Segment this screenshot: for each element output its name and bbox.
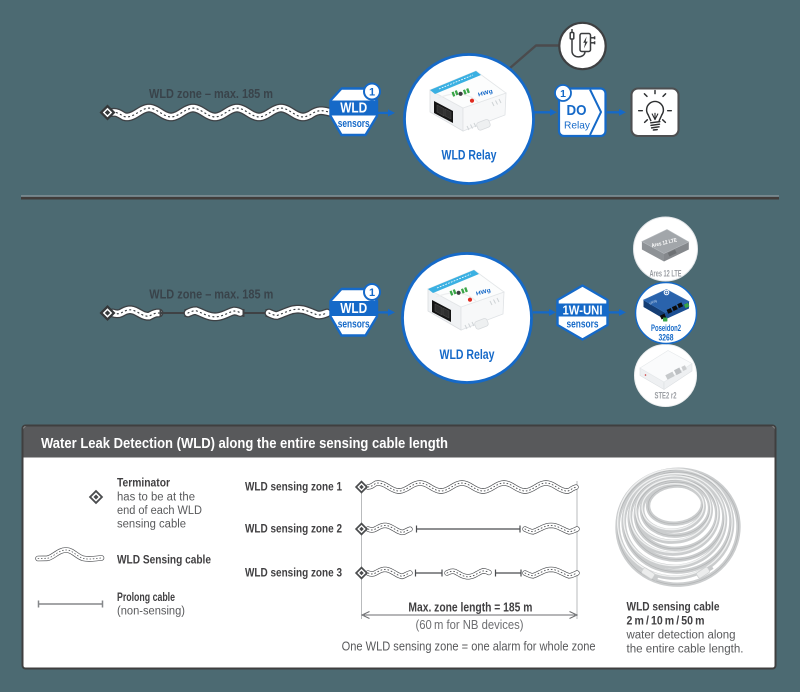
svg-text:WLD zone – max. 185 m: WLD zone – max. 185 m [149,288,273,302]
svg-text:WLD zone – max. 185 m: WLD zone – max. 185 m [149,87,273,101]
svg-text:1W-UNI: 1W-UNI [563,303,603,317]
svg-text:DO: DO [567,102,587,119]
svg-text:One WLD sensing zone = one ala: One WLD sensing zone = one alarm for who… [342,640,596,654]
svg-text:1: 1 [560,88,566,100]
svg-text:WLD Relay: WLD Relay [440,347,495,362]
svg-text:end of each WLD: end of each WLD [117,505,202,517]
svg-text:1: 1 [369,87,375,99]
svg-text:water detection along: water detection along [626,630,736,642]
svg-text:Water Leak Detection (WLD) alo: Water Leak Detection (WLD) along the ent… [41,435,448,452]
svg-text:the entire cable length.: the entire cable length. [627,644,744,656]
svg-text:sensors: sensors [338,319,370,331]
svg-text:WLD: WLD [340,301,367,317]
svg-text:HWg: HWg [649,299,658,306]
svg-text:HWg: HWg [475,288,491,298]
svg-text:Relay: Relay [564,120,591,132]
svg-text:sensors: sensors [338,118,370,130]
svg-text:Max. zone length = 185 m: Max. zone length = 185 m [408,601,532,615]
svg-text:3268: 3268 [659,333,674,344]
svg-text:WLD sensing zone 1: WLD sensing zone 1 [245,482,343,494]
svg-text:WLD Sensing cable: WLD Sensing cable [117,555,211,567]
svg-text:Prolong cable: Prolong cable [117,592,175,604]
svg-text:WLD sensing zone 2: WLD sensing zone 2 [245,524,342,536]
svg-text:(60 m for NB devices): (60 m for NB devices) [416,618,524,632]
svg-text:Ares 12 LTE: Ares 12 LTE [650,269,682,280]
svg-text:sensors: sensors [567,319,599,331]
svg-text:WLD: WLD [340,101,367,117]
svg-text:HWg: HWg [477,89,493,99]
svg-text:2 m / 10 m / 50 m: 2 m / 10 m / 50 m [627,616,705,628]
svg-text:(non-sensing): (non-sensing) [117,606,185,618]
svg-text:Poseidon2: Poseidon2 [651,323,681,334]
svg-text:sensing cable: sensing cable [117,519,186,531]
svg-text:has to be at the: has to be at the [117,492,195,504]
svg-text:Ares 12 LTE: Ares 12 LTE [651,238,678,250]
svg-text:WLD Relay: WLD Relay [442,148,497,163]
svg-text:WLD sensing cable: WLD sensing cable [627,602,720,614]
svg-text:1: 1 [369,287,375,299]
svg-text:WLD sensing zone 3: WLD sensing zone 3 [245,568,342,580]
svg-text:Terminator: Terminator [117,478,170,490]
svg-text:STE2 r2: STE2 r2 [655,391,677,402]
